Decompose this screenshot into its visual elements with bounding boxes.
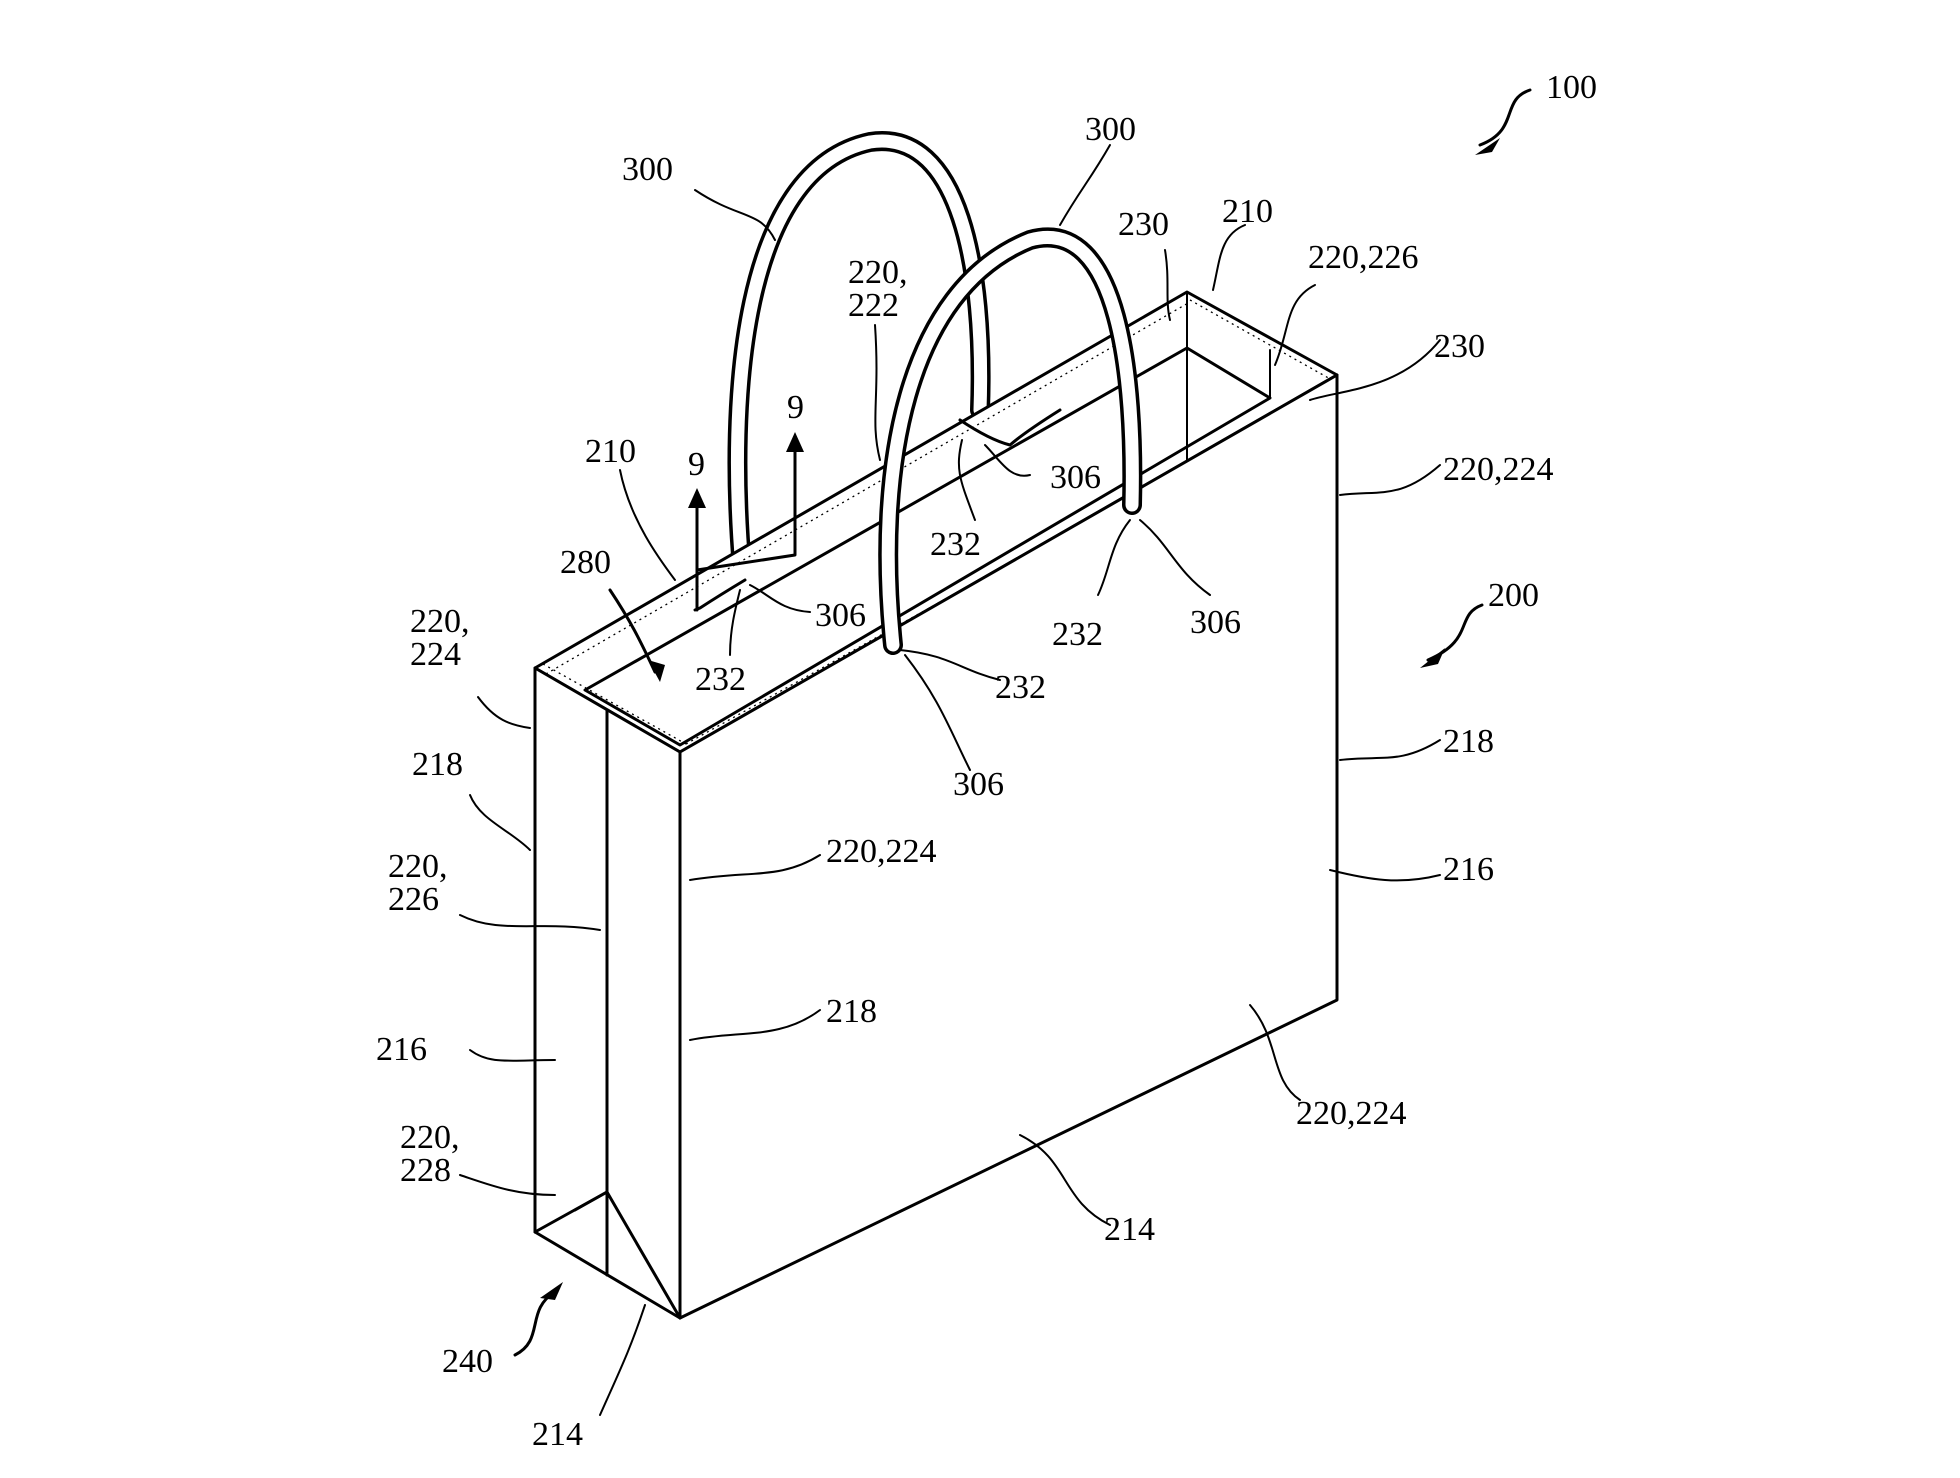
label-220-224-center: 220,224 bbox=[826, 833, 937, 870]
label-218-left: 218 bbox=[412, 746, 463, 783]
label-300-right: 300 bbox=[1085, 111, 1136, 148]
label-232-top: 232 bbox=[930, 526, 981, 563]
section-line-9 bbox=[688, 432, 804, 612]
label-232-front: 232 bbox=[995, 669, 1046, 706]
reference-arrows bbox=[513, 88, 1532, 1357]
label-220-228-left-a: 220, bbox=[400, 1119, 460, 1156]
label-232-left: 232 bbox=[695, 661, 746, 698]
label-9-right: 9 bbox=[787, 389, 804, 426]
label-214-left: 214 bbox=[532, 1416, 583, 1453]
label-210-left: 210 bbox=[585, 433, 636, 470]
label-220-226-top: 220,226 bbox=[1308, 239, 1419, 276]
label-214-bottom: 214 bbox=[1104, 1211, 1155, 1248]
bag-left-gusset bbox=[533, 666, 682, 1320]
label-220-222-b: 222 bbox=[848, 287, 899, 324]
label-216-right: 216 bbox=[1443, 851, 1494, 888]
label-230-top: 230 bbox=[1118, 206, 1169, 243]
front-handle bbox=[878, 227, 1143, 655]
label-300-left: 300 bbox=[622, 151, 673, 188]
label-220-224-top: 220,224 bbox=[1443, 451, 1554, 488]
label-220-226-left-b: 226 bbox=[388, 881, 439, 918]
reference-labels: 100 200 240 9 9 300 300 220, 222 230 210… bbox=[376, 69, 1597, 1453]
label-220-224-left-b: 224 bbox=[410, 636, 461, 673]
leader-lines bbox=[459, 144, 1441, 1416]
label-230-right: 230 bbox=[1434, 328, 1485, 365]
label-210-right: 210 bbox=[1222, 193, 1273, 230]
label-220-228-left-b: 228 bbox=[400, 1152, 451, 1189]
label-100: 100 bbox=[1546, 69, 1597, 106]
label-218-center: 218 bbox=[826, 993, 877, 1030]
label-306-top: 306 bbox=[1050, 459, 1101, 496]
label-9-left: 9 bbox=[688, 446, 705, 483]
label-306-front: 306 bbox=[953, 766, 1004, 803]
label-306-mid-right: 306 bbox=[1190, 604, 1241, 641]
label-220-222-a: 220, bbox=[848, 254, 908, 291]
label-232-mid-right: 232 bbox=[1052, 616, 1103, 653]
label-200: 200 bbox=[1488, 577, 1539, 614]
label-306-left: 306 bbox=[815, 597, 866, 634]
label-216-left: 216 bbox=[376, 1031, 427, 1068]
label-220-224-bottom: 220,224 bbox=[1296, 1095, 1407, 1132]
label-220-226-left-a: 220, bbox=[388, 848, 448, 885]
label-220-224-left-a: 220, bbox=[410, 603, 470, 640]
label-218-right: 218 bbox=[1443, 723, 1494, 760]
label-240: 240 bbox=[442, 1343, 493, 1380]
label-280: 280 bbox=[560, 544, 611, 581]
